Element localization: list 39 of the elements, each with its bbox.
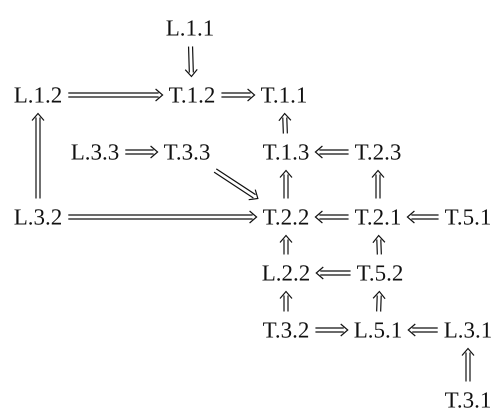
node-label: T.5.1 — [444, 204, 492, 230]
node-label: L.5.1 — [354, 318, 402, 342]
double-arrow — [279, 290, 293, 312]
double-arrow — [406, 210, 440, 224]
double-arrow — [314, 210, 350, 224]
node-label: L.1.1 — [166, 16, 214, 40]
double-arrow — [279, 170, 293, 200]
double-arrow — [68, 210, 258, 224]
double-arrow — [372, 290, 386, 312]
node-label: T.1.3 — [262, 140, 310, 164]
node-label: T.1.1 — [260, 82, 308, 108]
double-arrow — [315, 266, 352, 280]
double-arrow — [184, 46, 198, 78]
double-arrow — [31, 112, 45, 200]
node-label: T.3.2 — [262, 318, 310, 342]
double-arrow — [68, 88, 164, 102]
double-arrow — [124, 145, 158, 159]
double-arrow — [314, 145, 350, 159]
double-arrow — [461, 348, 475, 382]
node-label: T.2.3 — [354, 140, 402, 164]
double-arrow — [220, 88, 256, 102]
double-arrow — [371, 170, 385, 200]
double-arrow — [372, 234, 386, 256]
double-arrow — [314, 323, 349, 337]
double-arrow — [213, 168, 259, 200]
node-label: L.3.2 — [14, 204, 62, 230]
node-label: T.2.2 — [262, 204, 310, 230]
node-label: L.3.3 — [70, 140, 120, 164]
node-label: L.3.1 — [444, 318, 492, 342]
double-arrow — [407, 323, 438, 337]
double-arrow — [279, 234, 293, 256]
node-label: T.2.1 — [354, 204, 402, 230]
node-label: T.5.2 — [356, 260, 404, 286]
node-label: T.3.1 — [444, 388, 492, 412]
double-arrow — [278, 112, 292, 134]
node-label: T.3.3 — [164, 140, 210, 164]
node-label: T.1.2 — [168, 82, 216, 108]
node-label: L.2.2 — [262, 260, 310, 286]
node-label: L.1.2 — [14, 82, 62, 108]
